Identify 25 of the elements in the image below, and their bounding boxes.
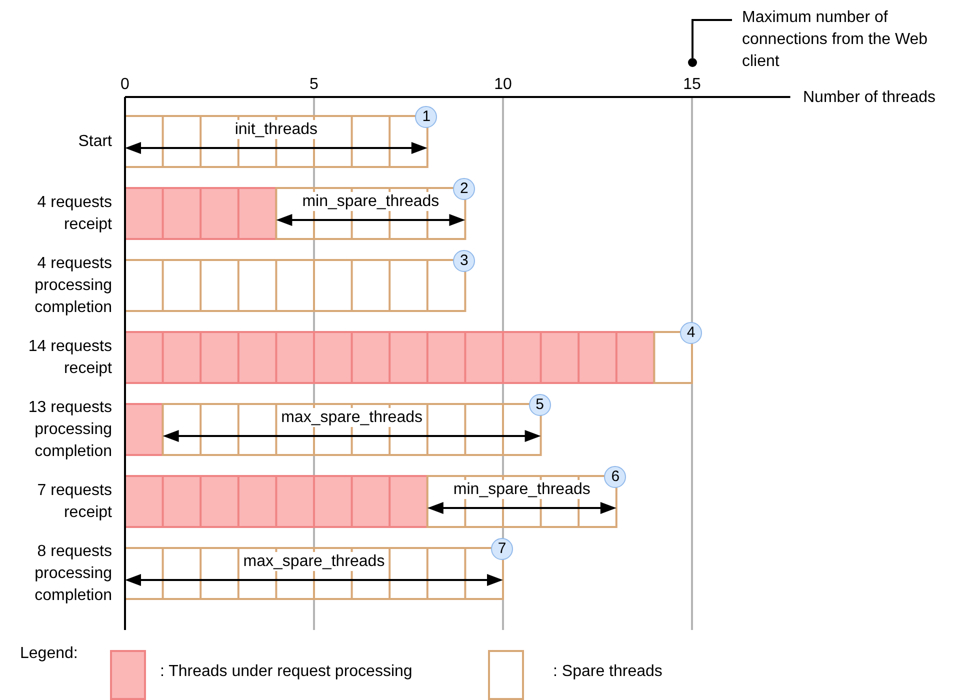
callout-number: 7: [491, 538, 513, 560]
callout-number: 4: [680, 322, 702, 344]
callout-number: 6: [604, 466, 626, 488]
row-label: 14 requests receipt: [27, 336, 112, 378]
tick-label: 10: [494, 76, 512, 93]
legend-title: Legend:: [20, 644, 78, 664]
axis-title: Number of threads: [803, 88, 936, 108]
callout-number: 1: [415, 106, 438, 128]
row-label: 13 requests processing completion: [27, 398, 112, 462]
callout-number: 2: [453, 178, 476, 200]
tick-label: 0: [120, 76, 130, 93]
row-label: 7 requests receipt: [36, 480, 112, 522]
leader-line: [692, 19, 732, 58]
row-label: 4 requests processing completion: [34, 254, 112, 318]
row-label: 4 requests receipt: [36, 192, 112, 234]
marker-dot: [688, 58, 697, 67]
callout-number: 3: [453, 250, 476, 272]
legend-label: : Spare threads: [553, 662, 662, 682]
row-label: Start: [77, 132, 112, 152]
callout-text: Maximum number of connections from the Web client: [742, 7, 957, 73]
row-label: 8 requests processing completion: [34, 542, 112, 606]
tick-label: 15: [683, 76, 701, 93]
tick-label: 5: [310, 76, 318, 93]
callout-number: 5: [528, 394, 551, 416]
legend-label: : Threads under request processing: [160, 662, 412, 682]
